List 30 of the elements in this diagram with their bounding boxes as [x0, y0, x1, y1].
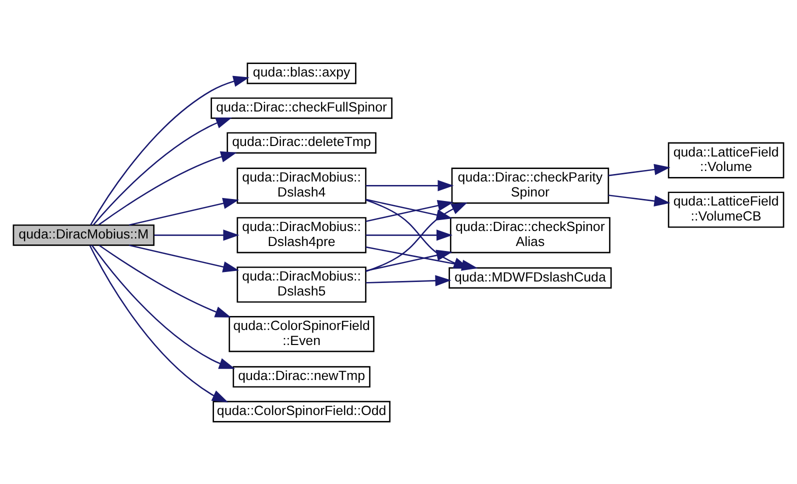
arrow	[366, 274, 452, 286]
node-box: quda::Dirac::checkFullSpinor	[210, 96, 392, 118]
arrow	[608, 163, 670, 176]
arrow	[128, 244, 239, 272]
node-box: quda::DiracMobius::M	[12, 224, 154, 246]
arrow	[128, 197, 239, 226]
node-box: quda::LatticeField ::Volume	[668, 142, 784, 178]
arrow	[90, 75, 250, 225]
arrow	[366, 180, 454, 191]
node-box: quda::DiracMobius:: Dslash4pre	[236, 216, 366, 253]
node-box: quda::ColorSpinorField::Odd	[212, 400, 390, 422]
node-box: quda::Dirac::checkSpinor Alias	[450, 216, 610, 253]
arrow	[91, 244, 236, 368]
node-box: quda::Dirac::newTmp	[232, 366, 370, 388]
node-box: quda::Dirac::deleteTmp	[226, 132, 376, 154]
node-box: quda::DiracMobius:: Dslash4	[236, 167, 366, 204]
arrow	[89, 244, 228, 402]
node-box: quda::LatticeField ::VolumeCB	[668, 191, 784, 228]
node-box: quda::Dirac::checkParity Spinor	[451, 167, 610, 204]
arrow	[92, 117, 232, 225]
arrow	[154, 229, 240, 240]
arrow	[366, 229, 453, 240]
arrow	[366, 249, 452, 271]
node-box: quda::DiracMobius:: Dslash5	[236, 266, 366, 302]
node-box: quda::MDWFDslashCuda	[448, 266, 612, 288]
arrow	[98, 150, 237, 225]
node-box: quda::blas::axpy	[246, 62, 356, 84]
arrow	[98, 244, 232, 317]
arrow	[608, 194, 670, 206]
node-box: quda::ColorSpinorField ::Even	[228, 316, 374, 352]
